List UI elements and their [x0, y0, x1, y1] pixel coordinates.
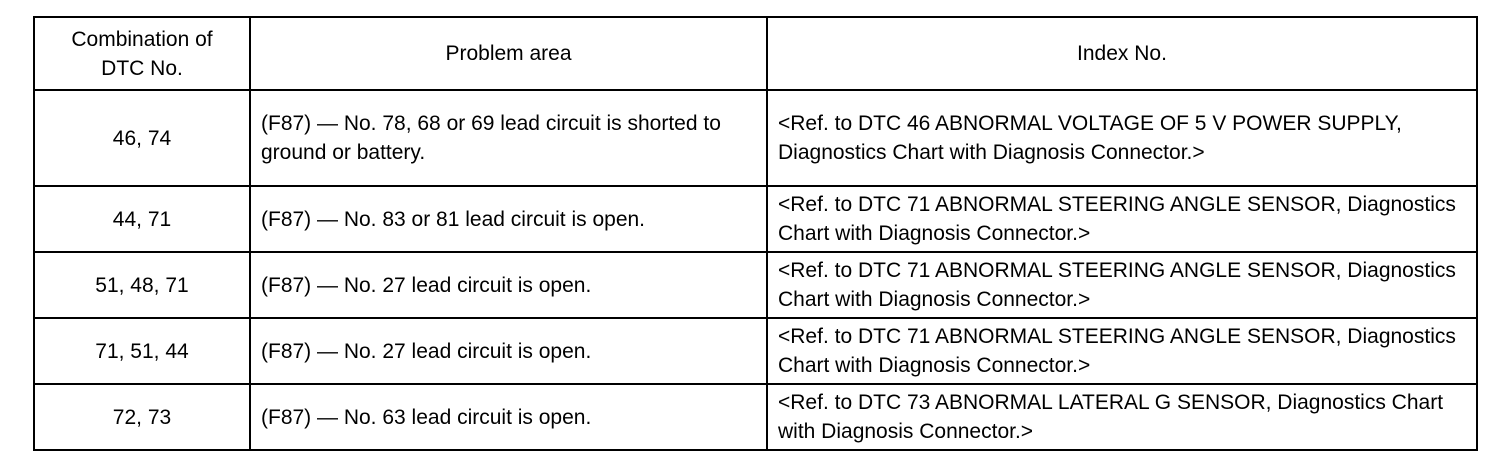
- combination-value: 46, 74: [112, 126, 172, 150]
- header-combination-label: Combination of DTC No.: [71, 27, 213, 80]
- index-value: <Ref. to DTC 71 ABNORMAL STEERING ANGLE …: [778, 259, 1456, 311]
- problem-cell: (F87) — No. 83 or 81 lead circuit is ope…: [249, 185, 768, 253]
- index-value: <Ref. to DTC 73 ABNORMAL LATERAL G SENSO…: [778, 391, 1444, 443]
- combination-cell: 46, 74: [33, 89, 251, 187]
- table-row: 44, 71 (F87) — No. 83 or 81 lead circuit…: [33, 185, 1478, 253]
- index-cell: <Ref. to DTC 71 ABNORMAL STEERING ANGLE …: [766, 317, 1478, 385]
- header-row: Combination of DTC No. Problem area Inde…: [33, 16, 1478, 91]
- problem-cell: (F87) — No. 27 lead circuit is open.: [249, 317, 768, 385]
- index-cell: <Ref. to DTC 71 ABNORMAL STEERING ANGLE …: [766, 185, 1478, 253]
- problem-value: (F87) — No. 78, 68 or 69 lead circuit is…: [261, 112, 721, 164]
- index-value: <Ref. to DTC 71 ABNORMAL STEERING ANGLE …: [778, 325, 1456, 377]
- problem-value: (F87) — No. 27 lead circuit is open.: [261, 273, 592, 297]
- header-index-label: Index No.: [1077, 42, 1167, 65]
- combination-cell: 72, 73: [33, 383, 251, 451]
- combination-cell: 51, 48, 71: [33, 251, 251, 319]
- problem-value: (F87) — No. 63 lead circuit is open.: [261, 405, 592, 429]
- problem-value: (F87) — No. 83 or 81 lead circuit is ope…: [261, 207, 646, 231]
- header-problem-area: Problem area: [249, 16, 768, 91]
- header-problem-label: Problem area: [445, 42, 572, 65]
- table-row: 51, 48, 71 (F87) — No. 27 lead circuit i…: [33, 251, 1478, 319]
- table-row: 71, 51, 44 (F87) — No. 27 lead circuit i…: [33, 317, 1478, 385]
- index-cell: <Ref. to DTC 46 ABNORMAL VOLTAGE OF 5 V …: [766, 89, 1478, 187]
- index-cell: <Ref. to DTC 73 ABNORMAL LATERAL G SENSO…: [766, 383, 1478, 451]
- index-cell: <Ref. to DTC 71 ABNORMAL STEERING ANGLE …: [766, 251, 1478, 319]
- index-value: <Ref. to DTC 71 ABNORMAL STEERING ANGLE …: [778, 193, 1456, 245]
- combination-cell: 71, 51, 44: [33, 317, 251, 385]
- problem-value: (F87) — No. 27 lead circuit is open.: [261, 339, 592, 363]
- index-value: <Ref. to DTC 46 ABNORMAL VOLTAGE OF 5 V …: [778, 112, 1402, 164]
- combination-value: 51, 48, 71: [95, 273, 189, 297]
- dtc-combination-table: Combination of DTC No. Problem area Inde…: [33, 16, 1478, 451]
- table-row: 72, 73 (F87) — No. 63 lead circuit is op…: [33, 383, 1478, 451]
- table-body: 46, 74 (F87) — No. 78, 68 or 69 lead cir…: [33, 89, 1478, 451]
- problem-cell: (F87) — No. 27 lead circuit is open.: [249, 251, 768, 319]
- header-combination: Combination of DTC No.: [33, 16, 251, 91]
- combination-cell: 44, 71: [33, 185, 251, 253]
- table-header: Combination of DTC No. Problem area Inde…: [33, 16, 1478, 91]
- problem-cell: (F87) — No. 63 lead circuit is open.: [249, 383, 768, 451]
- problem-cell: (F87) — No. 78, 68 or 69 lead circuit is…: [249, 89, 768, 187]
- combination-value: 72, 73: [112, 405, 172, 429]
- table-row: 46, 74 (F87) — No. 78, 68 or 69 lead cir…: [33, 89, 1478, 187]
- header-index-no: Index No.: [766, 16, 1478, 91]
- combination-value: 71, 51, 44: [95, 339, 189, 363]
- combination-value: 44, 71: [112, 207, 172, 231]
